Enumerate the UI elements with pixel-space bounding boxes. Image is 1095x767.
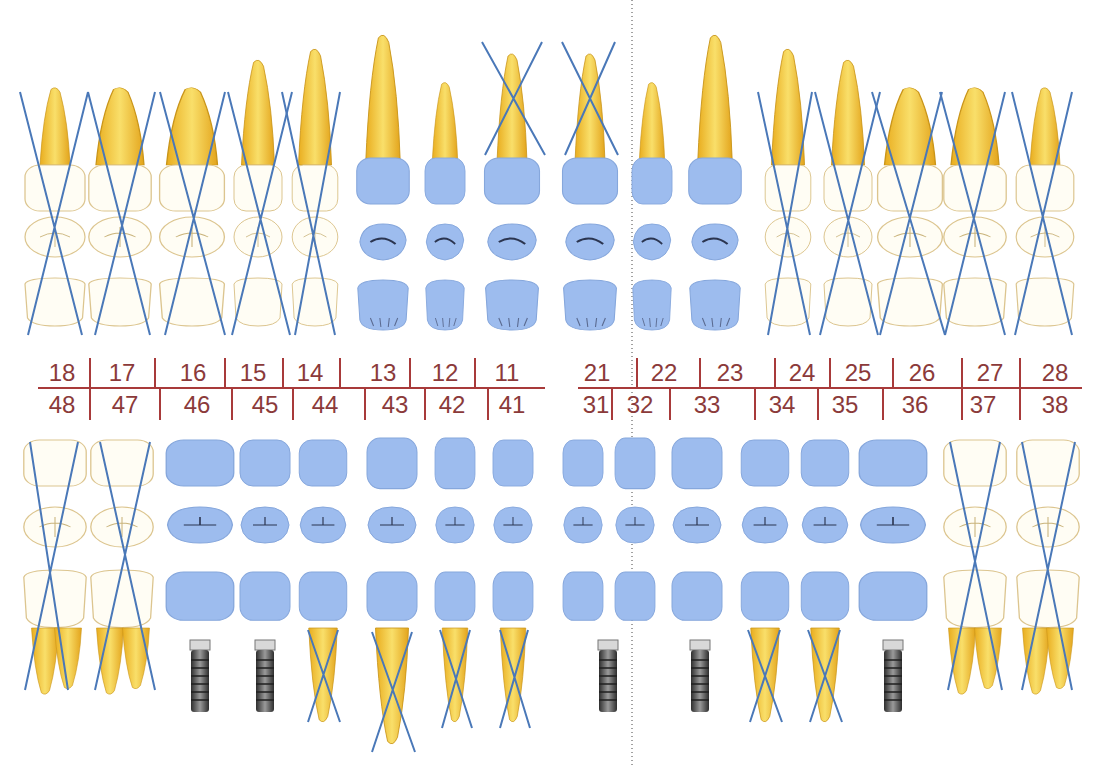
tooth-number: 17: [109, 360, 136, 386]
dental-implant: [190, 640, 903, 712]
tooth-number: 32: [627, 392, 654, 418]
tooth-number: 16: [180, 360, 207, 386]
tooth-number: 45: [252, 392, 279, 418]
tooth-number: 44: [312, 392, 339, 418]
tooth-number: 12: [432, 360, 459, 386]
tooth-number: 25: [845, 360, 872, 386]
tooth-number: 22: [651, 360, 678, 386]
missing-upper-teeth: [25, 49, 1074, 326]
tooth-number: 38: [1042, 392, 1069, 418]
tooth-number: 31: [583, 392, 610, 418]
tooth-grid: [38, 358, 1082, 420]
tooth-number: 46: [184, 392, 211, 418]
upper-anterior-teeth: [357, 35, 742, 330]
tooth-number: 15: [240, 360, 267, 386]
tooth-number: 37: [970, 392, 997, 418]
tooth-number: 43: [382, 392, 409, 418]
cross-mark: [482, 42, 618, 155]
cross-mark: [20, 92, 1072, 335]
tooth-number: 26: [909, 360, 936, 386]
tooth-number: 27: [977, 360, 1004, 386]
tooth-number: 14: [297, 360, 324, 386]
cross-mark: [308, 630, 842, 752]
lower-crowns: [166, 438, 927, 620]
tooth-number: 24: [789, 360, 816, 386]
tooth-number: 21: [584, 360, 611, 386]
tooth-number: 36: [902, 392, 929, 418]
tooth-number: 48: [49, 392, 76, 418]
tooth-number: 47: [112, 392, 139, 418]
tooth-number: 41: [499, 392, 526, 418]
tooth-number: 18: [49, 360, 76, 386]
tooth-number: 34: [769, 392, 796, 418]
lower-roots: [309, 628, 840, 744]
missing-lower-teeth: [24, 440, 1079, 694]
midline: [632, 0, 633, 767]
tooth-number: 23: [717, 360, 744, 386]
tooth-number: 28: [1042, 360, 1069, 386]
tooth-number: 11: [495, 360, 520, 386]
tooth-number: 35: [832, 392, 859, 418]
tooth-number: 42: [439, 392, 466, 418]
tooth-number: 33: [694, 392, 721, 418]
tooth-number: 13: [370, 360, 397, 386]
